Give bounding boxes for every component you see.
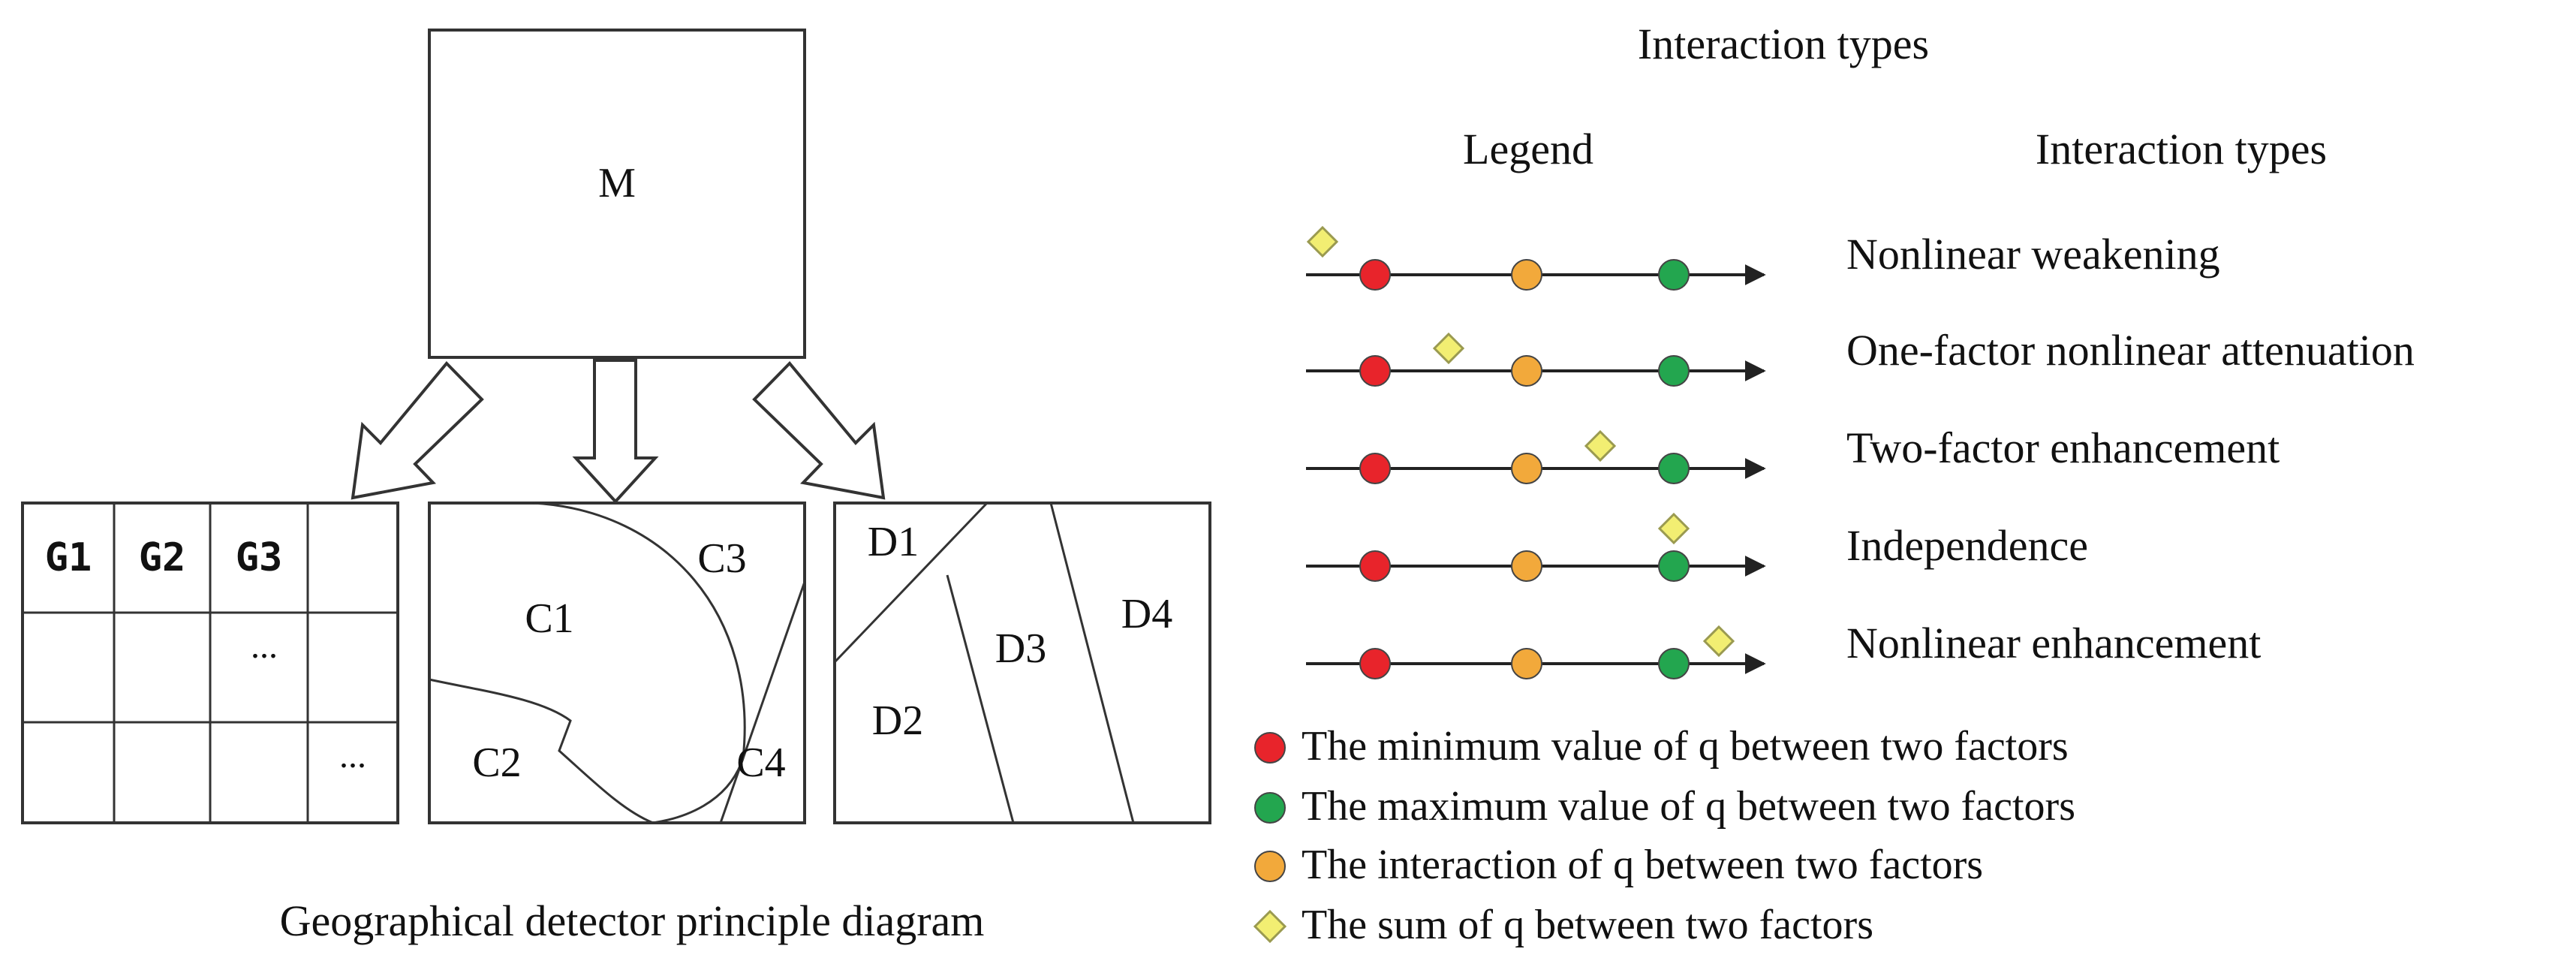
key-label: The minimum value of q between two facto… <box>1302 723 2069 770</box>
region-label-d3: D3 <box>995 625 1046 672</box>
interaction-q-dot <box>1511 550 1542 582</box>
minimum-q-dot <box>1359 550 1391 582</box>
green-circle-icon <box>1254 792 1286 824</box>
curve-c1-boundary <box>532 502 746 824</box>
key-entry: The maximum value of q between two facto… <box>1254 783 2075 830</box>
interaction-row: One-factor nonlinear attenuation <box>1306 326 2415 387</box>
interaction-type-label: Independence <box>1846 521 2088 570</box>
maximum-q-dot <box>1658 453 1690 484</box>
curve-regions-box <box>428 502 806 824</box>
interaction-type-label: Two-factor enhancement <box>1846 423 2280 472</box>
minimum-q-dot <box>1359 453 1391 484</box>
top-box-label: M <box>598 160 636 206</box>
arrow-left <box>351 361 484 500</box>
interaction-row: Two-factor enhancement <box>1306 423 2280 484</box>
interaction-row: Nonlinear weakening <box>1306 225 2220 291</box>
grid-ellipsis-2: ... <box>339 736 366 776</box>
grid-label-g3: G3 <box>236 535 283 580</box>
interaction-q-dot <box>1511 355 1542 387</box>
sum-q-diamond <box>1702 625 1735 658</box>
key-label: The interaction of q between two factors <box>1302 842 1983 888</box>
arrow-middle <box>572 359 659 504</box>
arrow-right <box>752 361 886 500</box>
interaction-row: Independence <box>1306 512 2088 582</box>
legend-header: Legend <box>1463 125 1593 173</box>
interaction-q-dot <box>1511 259 1542 291</box>
grid-label-g2: G2 <box>139 535 186 580</box>
minimum-q-dot <box>1359 648 1391 679</box>
region-label-d4: D4 <box>1121 591 1172 637</box>
orange-circle-icon <box>1254 851 1286 882</box>
right-title: Interaction types <box>1638 20 1929 68</box>
red-circle-icon <box>1254 732 1286 764</box>
maximum-q-dot <box>1658 550 1690 582</box>
left-caption: Geographical detector principle diagram <box>280 896 985 945</box>
maximum-q-dot <box>1658 648 1690 679</box>
interaction-type-label: One-factor nonlinear attenuation <box>1846 326 2415 375</box>
curve-c2-boundary <box>429 678 654 824</box>
grid-ellipsis-1: ... <box>251 626 278 666</box>
interaction-type-label: Nonlinear enhancement <box>1846 619 2261 667</box>
curve-c4-boundary <box>719 581 806 824</box>
left-panel-labels: M G1 G2 G3 ... ... C1 C2 C3 C4 D1 D2 D3 … <box>45 160 1173 945</box>
sum-diamond-icon <box>1253 909 1287 944</box>
region-label-d2: D2 <box>872 697 923 744</box>
interaction-type-label: Nonlinear weakening <box>1846 230 2220 279</box>
maximum-q-dot <box>1658 355 1690 387</box>
key-entry: The minimum value of q between two facto… <box>1254 723 2069 770</box>
key-entry: The sum of q between two factors <box>1253 902 1873 948</box>
interaction-row: Nonlinear enhancement <box>1306 619 2261 679</box>
top-box-m <box>428 29 806 359</box>
region-label-c4: C4 <box>736 740 785 786</box>
key-entry: The interaction of q between two factors <box>1254 842 1983 888</box>
region-label-d1: D1 <box>868 519 919 565</box>
sum-q-diamond <box>1584 429 1617 462</box>
region-label-c3: C3 <box>697 535 746 582</box>
left-panel <box>21 29 1211 824</box>
right-panel-headers: Interaction types Legend Interaction typ… <box>1463 20 2327 173</box>
interaction-q-dot <box>1511 453 1542 484</box>
line-regions-box <box>833 502 1211 824</box>
minimum-q-dot <box>1359 259 1391 291</box>
region-label-c2: C2 <box>472 740 521 786</box>
symbol-key: The minimum value of q between two facto… <box>1253 723 2075 948</box>
sum-q-diamond <box>1657 512 1690 545</box>
maximum-q-dot <box>1658 259 1690 291</box>
grid-label-g1: G1 <box>45 535 92 580</box>
interaction-q-dot <box>1511 648 1542 679</box>
sum-q-diamond <box>1432 332 1465 365</box>
key-label: The sum of q between two factors <box>1302 902 1873 948</box>
types-header: Interaction types <box>2036 125 2327 173</box>
minimum-q-dot <box>1359 355 1391 387</box>
region-label-c1: C1 <box>525 595 573 642</box>
sum-q-diamond <box>1306 225 1339 258</box>
key-label: The maximum value of q between two facto… <box>1302 783 2075 830</box>
grid-box <box>21 502 399 824</box>
